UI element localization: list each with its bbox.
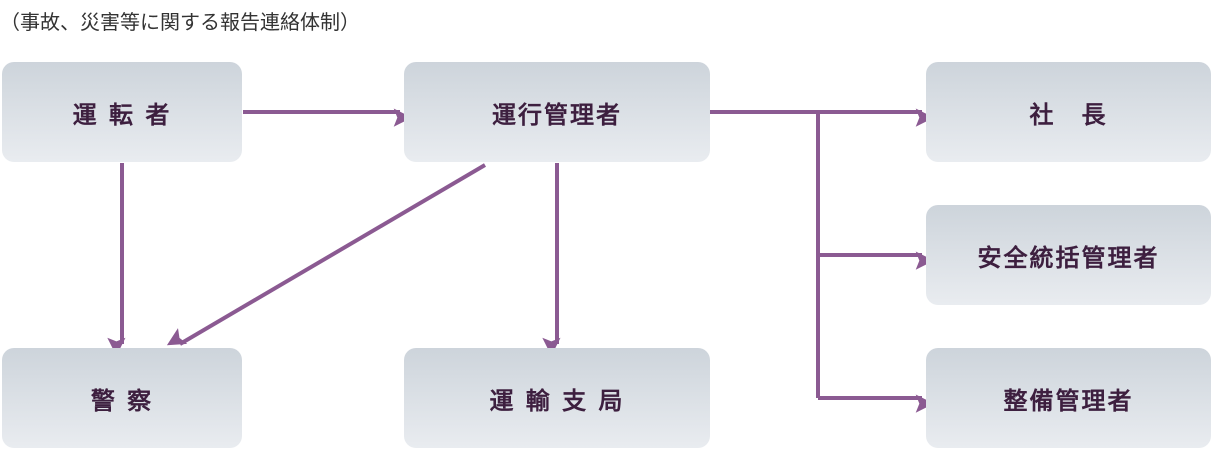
node-police: 警 察 — [2, 348, 242, 448]
node-safety-manager: 安全統括管理者 — [926, 205, 1211, 305]
node-president: 社 長 — [926, 62, 1211, 162]
node-transport-bureau: 運 輸 支 局 — [404, 348, 710, 448]
diagram-title: （事故、災害等に関する報告連絡体制） — [0, 10, 360, 34]
arrow-operation-manager-to-police — [166, 163, 487, 346]
node-driver: 運 転 者 — [2, 62, 242, 162]
node-operation-manager: 運行管理者 — [404, 62, 710, 162]
node-maintenance-manager: 整備管理者 — [926, 348, 1211, 448]
